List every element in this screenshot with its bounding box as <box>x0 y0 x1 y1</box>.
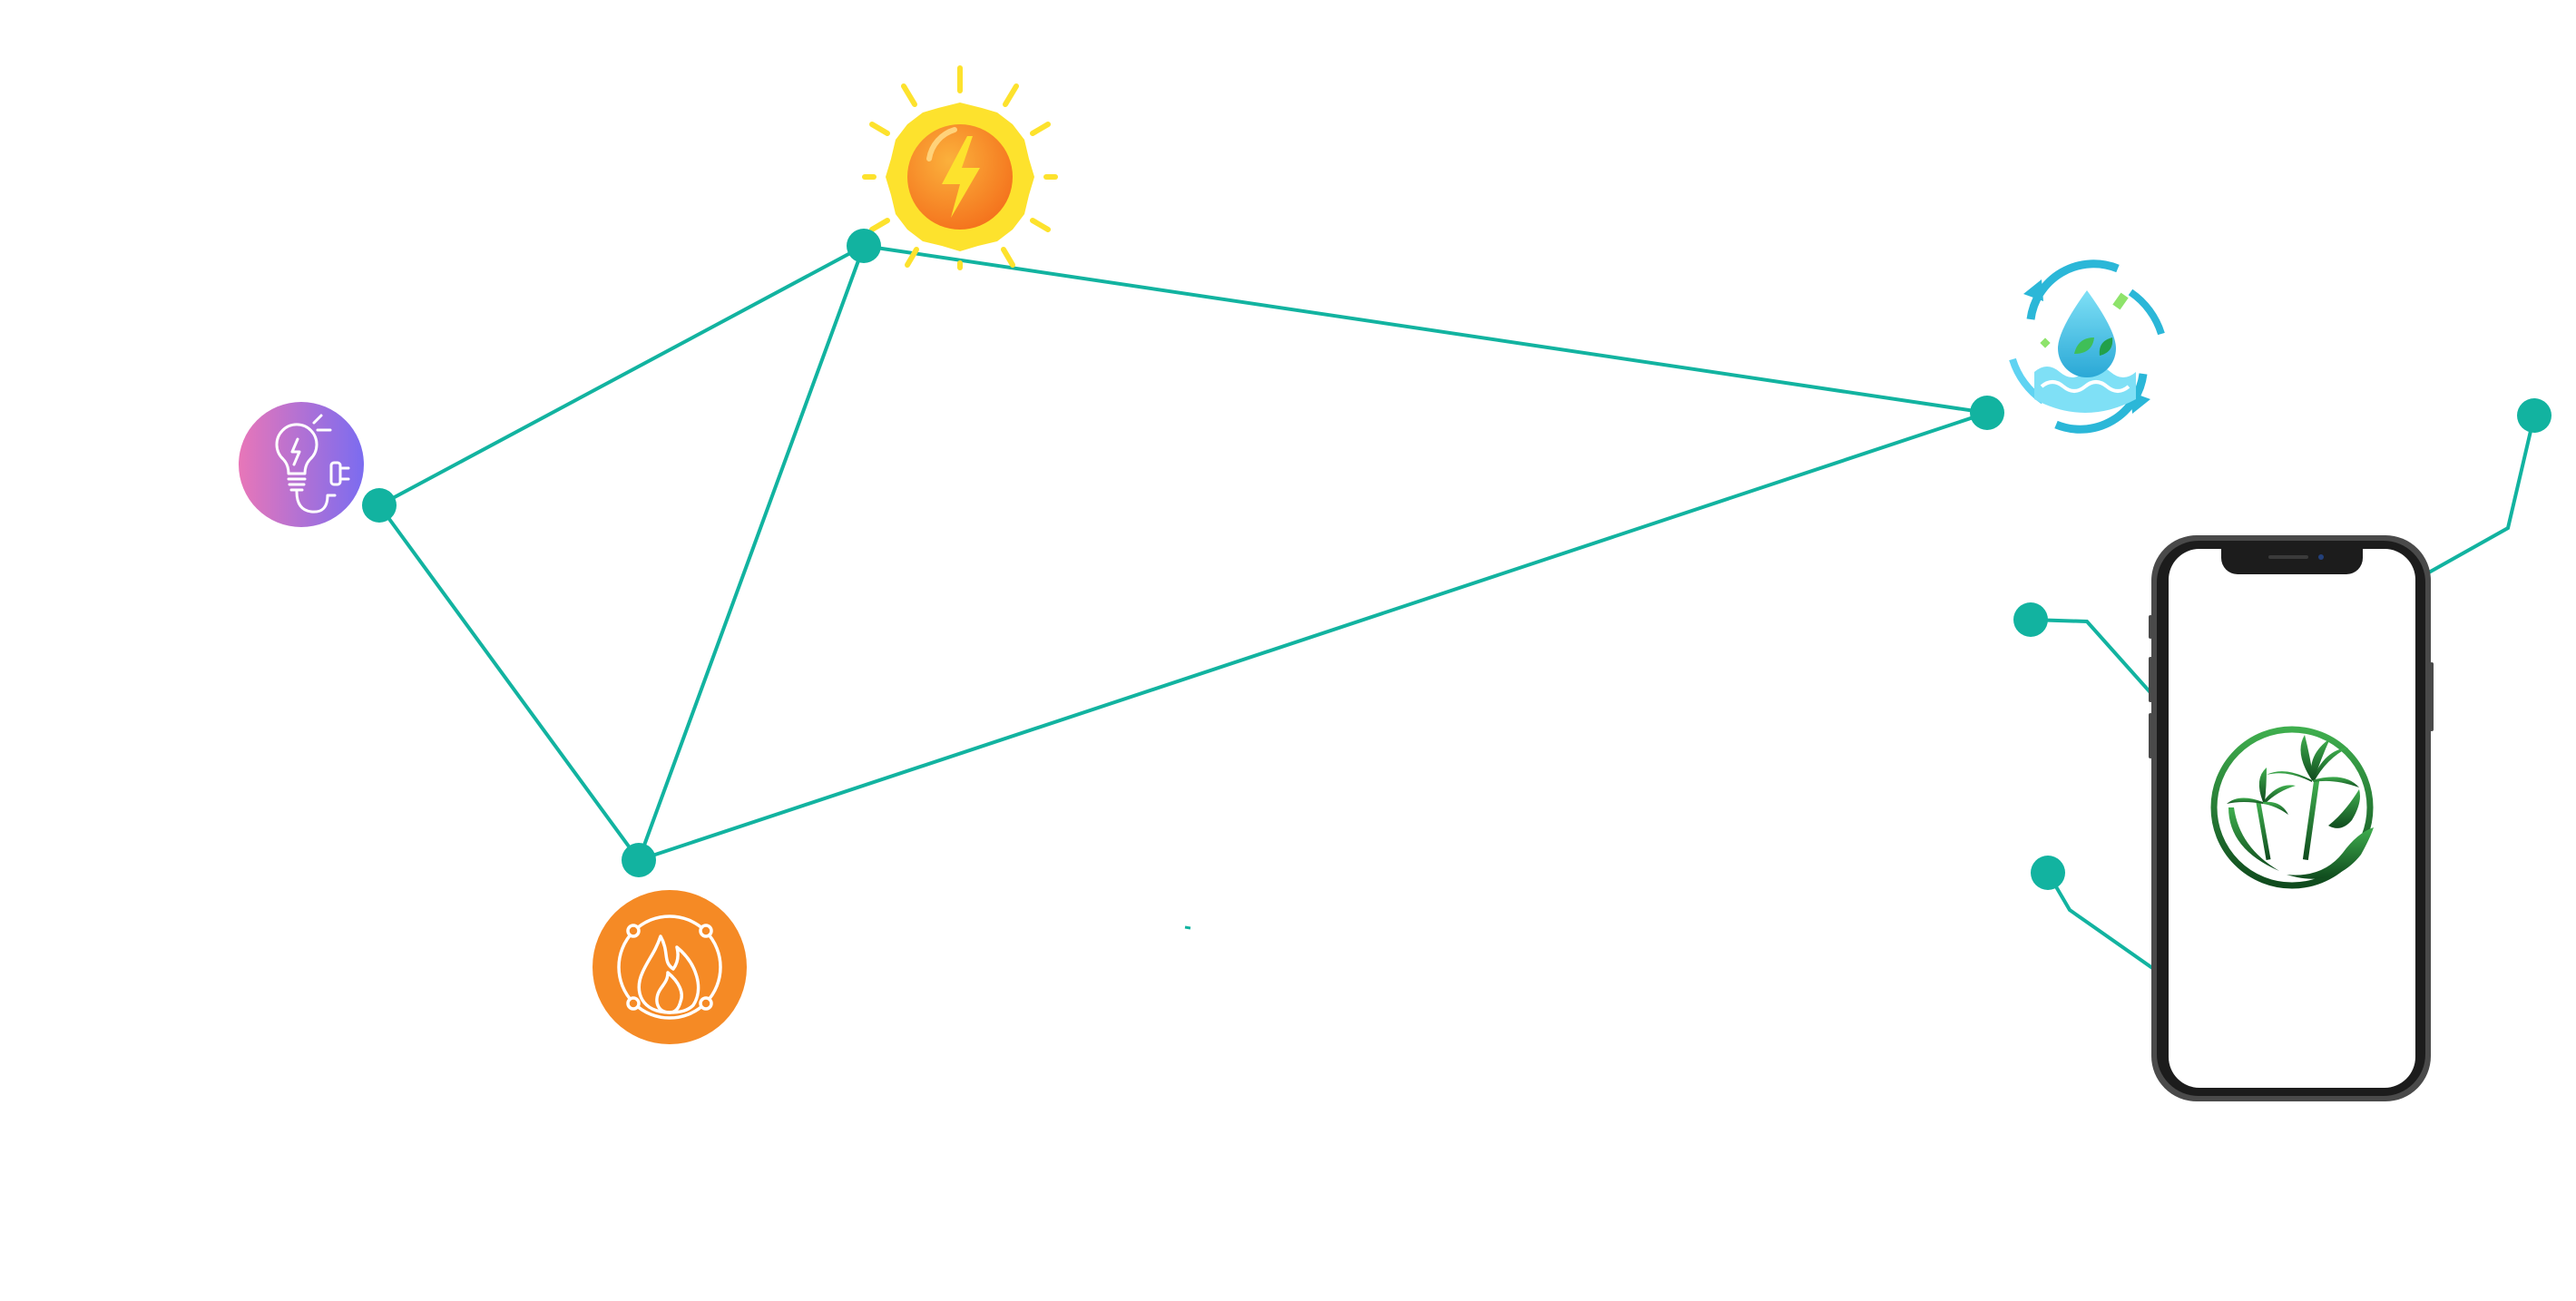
phone-left-upper-node <box>2013 602 2048 637</box>
phone-left-lower-node <box>2031 856 2065 890</box>
bulb-node <box>362 488 397 523</box>
phone-connector-left-upper <box>2030 618 2157 699</box>
edge-bulb-node-to-sun-node <box>378 244 865 507</box>
water-recycle-icon <box>2009 259 2165 434</box>
edge-sun-node-to-water-node <box>863 244 1988 415</box>
edge-bulb-node-to-fire-node <box>377 504 641 862</box>
stray-mark <box>1184 925 1191 930</box>
phone-connector-left-lower <box>2046 871 2157 972</box>
smart-plug-bulb-icon <box>239 402 364 527</box>
phone-screen <box>2169 549 2415 1088</box>
phone-notch <box>2221 549 2363 574</box>
water-node <box>1970 396 2004 430</box>
connection-lines <box>377 244 1988 862</box>
solar-energy-sun-icon <box>862 65 1058 270</box>
fire-node <box>622 843 656 877</box>
connection-nodes <box>362 229 2552 890</box>
smartphone <box>2149 535 2434 1101</box>
palm-trees-hand-logo-icon <box>2210 726 2374 889</box>
edge-sun-node-to-fire-node <box>637 245 866 861</box>
sun-node <box>847 229 881 263</box>
edge-fire-node-to-water-node <box>638 411 1988 862</box>
phone-connector-top-right <box>2426 415 2536 575</box>
phone-top-right-node <box>2517 398 2552 433</box>
gas-flame-icon <box>593 890 747 1044</box>
